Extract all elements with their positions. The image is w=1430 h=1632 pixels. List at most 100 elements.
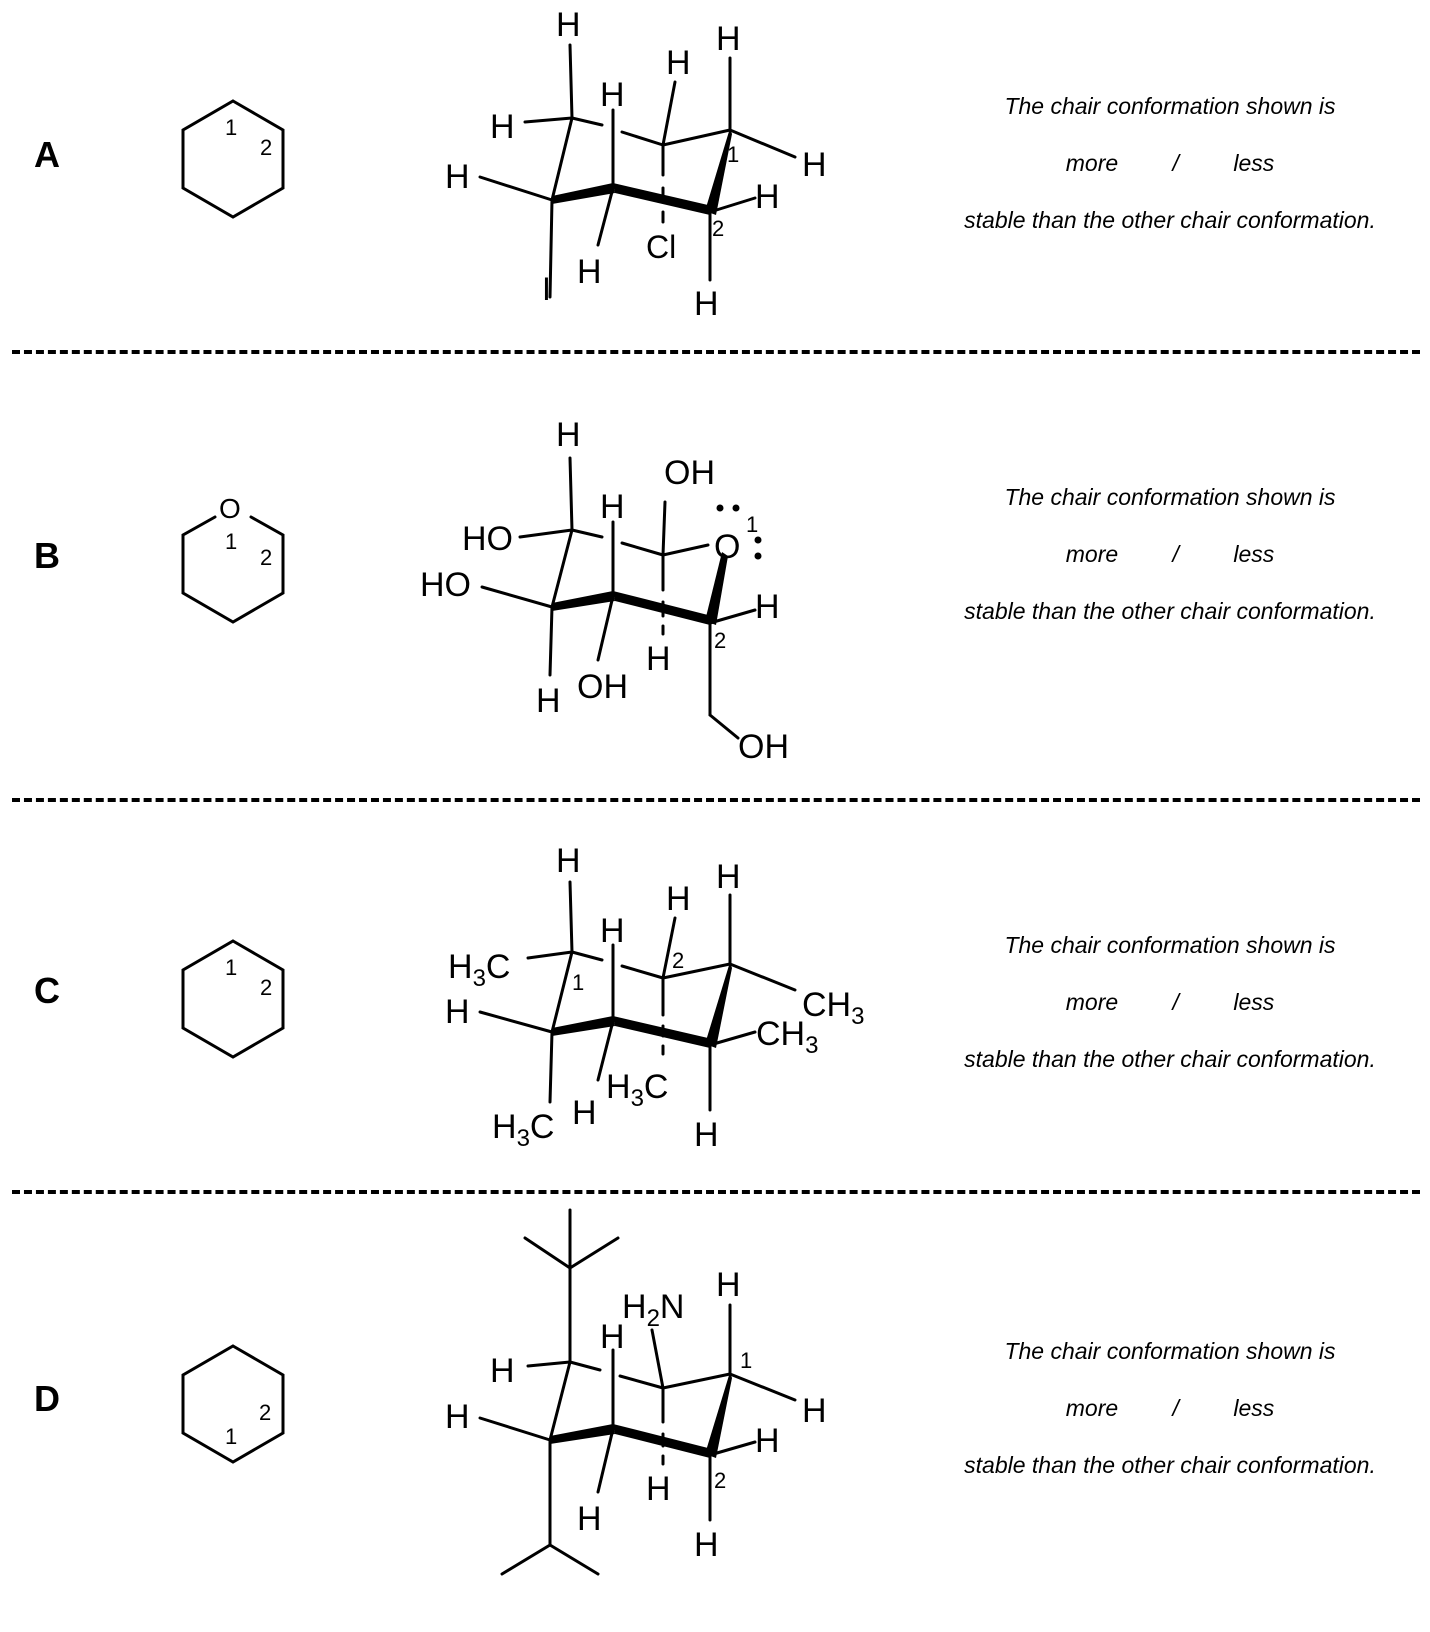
atom-label: H — [445, 1398, 470, 1436]
ring-number: 2 — [260, 135, 272, 160]
row-label: B — [34, 535, 60, 576]
choice-group: more / less — [930, 974, 1410, 1031]
row-c: C 1 2 H H H H H3C H 1 2 CH3 CH3 — [34, 842, 1410, 1154]
choice-group: more / less — [930, 135, 1410, 192]
dashed-separator — [12, 798, 1420, 802]
choice-less[interactable]: less — [1233, 989, 1275, 1015]
question-line: stable than the other chair conformation… — [964, 1046, 1376, 1072]
question-line: The chair conformation shown is — [1004, 1338, 1336, 1364]
row-a: A 1 2 H H H H H H 1 — [0, 0, 1430, 350]
choice-slash: / — [1172, 1395, 1179, 1421]
atom-label: H — [556, 842, 581, 880]
ring-number: 2 — [712, 216, 724, 241]
atom-label: H — [666, 44, 691, 82]
ring-number: 2 — [260, 545, 272, 570]
atom-label: H — [755, 588, 780, 626]
cyclohexane-ring: 2 1 — [181, 1344, 285, 1464]
atom-label: Cl — [646, 229, 676, 265]
choice-more[interactable]: more — [1065, 989, 1119, 1015]
row-label: C — [34, 970, 60, 1011]
question-line: The chair conformation shown is — [1004, 484, 1336, 510]
atom-label: HO — [420, 566, 471, 604]
atom-label: H — [802, 1392, 827, 1430]
tetrahydropyran-ring: O 1 2 — [181, 493, 285, 624]
atom-label: H — [572, 1094, 597, 1132]
atom-label: H — [445, 993, 470, 1031]
ring-number: 1 — [572, 970, 584, 995]
atom-label: H — [536, 682, 561, 720]
ring-number: 1 — [746, 512, 758, 537]
stability-question: The chair conformation shown is more / l… — [930, 917, 1410, 1088]
atom-label: H — [716, 20, 741, 58]
row-b: B O 1 2 H OH H HO HO O — [0, 0, 1430, 800]
ring-number: 2 — [259, 1400, 271, 1425]
ring-number: 2 — [672, 948, 684, 973]
atom-label: H — [646, 640, 671, 678]
atom-label: H — [600, 488, 625, 526]
question-line: stable than the other chair conformation… — [964, 207, 1376, 233]
choice-group: more / less — [930, 1380, 1410, 1437]
atom-label: H — [600, 1318, 625, 1356]
ring-number: 1 — [225, 1424, 237, 1449]
choice-slash: / — [1172, 989, 1179, 1015]
atom-label: H — [600, 912, 625, 950]
atom-label: H — [694, 1526, 719, 1564]
dashed-separator — [12, 1190, 1420, 1194]
atom-label: H — [666, 880, 691, 918]
choice-more[interactable]: more — [1065, 150, 1119, 176]
methyl-label: H3C — [448, 948, 510, 992]
question-line: stable than the other chair conformation… — [964, 1452, 1376, 1478]
stability-question: The chair conformation shown is more / l… — [930, 469, 1410, 640]
ring-number: 1 — [727, 142, 739, 167]
atom-label: OH — [664, 454, 715, 492]
ring-number: 1 — [740, 1348, 752, 1373]
atom-label: H — [577, 1500, 602, 1538]
question-line: The chair conformation shown is — [1004, 93, 1336, 119]
choice-group: more / less — [930, 526, 1410, 583]
atom-label: H — [755, 1422, 780, 1460]
ring-number: 1 — [225, 115, 237, 140]
atom-label: H — [556, 420, 581, 454]
choice-less[interactable]: less — [1233, 150, 1275, 176]
question-line: The chair conformation shown is — [1004, 932, 1336, 958]
cyclohexane-ring: 1 2 — [181, 99, 285, 219]
ring-atom: O — [714, 528, 740, 566]
chair-conformation-d: H2N H H H H 1 H H 2 H H H — [445, 1208, 827, 1576]
ring-atom: O — [219, 493, 241, 524]
atom-label: H — [577, 253, 602, 291]
atom-label: H — [445, 158, 470, 196]
row-label: D — [34, 1378, 60, 1419]
atom-label: H — [600, 76, 625, 114]
methyl-label: CH3 — [802, 986, 864, 1030]
question-line: stable than the other chair conformation… — [964, 598, 1376, 624]
choice-more[interactable]: more — [1065, 1395, 1119, 1421]
atom-label: I — [542, 271, 551, 307]
choice-more[interactable]: more — [1065, 541, 1119, 567]
stability-question: The chair conformation shown is more / l… — [930, 1323, 1410, 1494]
dashed-separator — [12, 350, 1420, 354]
atom-label: H — [556, 6, 581, 44]
choice-less[interactable]: less — [1233, 1395, 1275, 1421]
ring-number: 2 — [260, 975, 272, 1000]
atom-label: H — [716, 858, 741, 896]
atom-label: H — [694, 1116, 719, 1154]
cyclohexane-ring: 1 2 — [181, 939, 285, 1059]
atom-label: H — [490, 108, 515, 146]
ring-number: 1 — [225, 529, 237, 554]
row-label: A — [34, 134, 60, 175]
atom-label: H — [490, 1352, 515, 1390]
ring-number: 2 — [714, 1468, 726, 1493]
atom-label: H — [802, 146, 827, 184]
atom-label: OH — [738, 728, 789, 766]
atom-label: HO — [462, 520, 513, 558]
choice-less[interactable]: less — [1233, 541, 1275, 567]
atom-label: H — [646, 1470, 671, 1508]
atom-label: H — [694, 285, 719, 323]
choice-slash: / — [1172, 541, 1179, 567]
choice-slash: / — [1172, 150, 1179, 176]
chair-conformation-b: H OH H HO HO O 1 H 2 H OH H OH — [420, 420, 789, 766]
stability-question: The chair conformation shown is more / l… — [930, 78, 1410, 249]
ring-number: 1 — [225, 955, 237, 980]
ring-number: 2 — [714, 628, 726, 653]
